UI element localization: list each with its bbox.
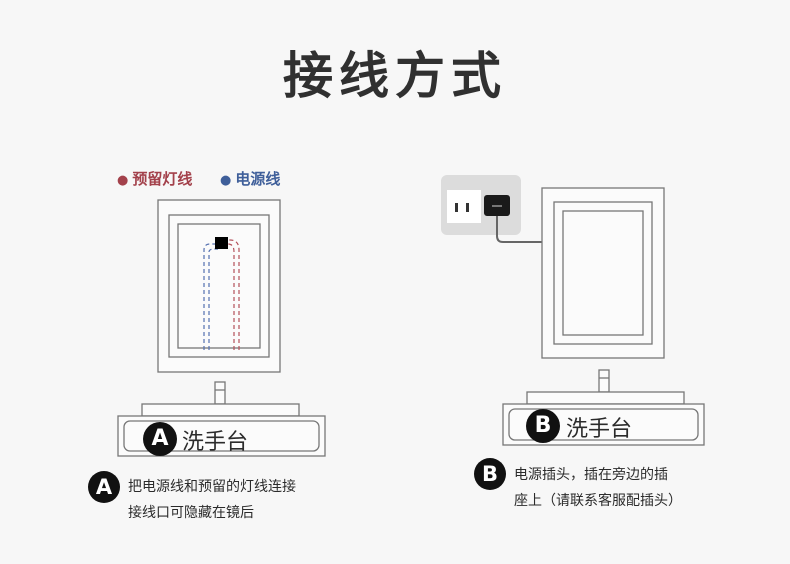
note-b: 电源插头，插在旁边的插 座上（请联系客服配插头）: [514, 462, 682, 514]
reserved-wire-a: [224, 243, 235, 350]
red-dot-icon: ●: [117, 173, 129, 188]
badge-a-icon: A: [143, 422, 177, 456]
junction-box-a: [215, 237, 228, 249]
power-wire-a: [203, 243, 218, 350]
basin-a-label: 洗手台: [182, 430, 249, 455]
note-b-line1: 电源插头，插在旁边的插: [514, 467, 668, 483]
faucet-a: [214, 381, 226, 405]
basin-b-label: 洗手台: [566, 417, 633, 442]
badge-b-icon: B: [526, 409, 560, 443]
reserved-wire-a-2: [224, 239, 240, 350]
blue-dot-icon: ●: [220, 173, 232, 188]
note-a-line2: 接线口可隐藏在镜后: [128, 505, 254, 521]
mirror-a: [157, 199, 281, 373]
legend-reserved-wire: ●预留灯线: [117, 168, 192, 189]
basin-top-a: [141, 403, 300, 417]
note-b-badge-icon: B: [474, 458, 506, 490]
note-a-badge-icon: A: [88, 471, 120, 503]
legend-power-wire: ●电源线: [220, 168, 280, 189]
basin-top-b: [526, 391, 685, 405]
page-title: 接线方式: [283, 47, 507, 105]
legend-reserved-label: 预留灯线: [132, 170, 193, 188]
mirror-b: [541, 187, 665, 359]
note-a-line1: 把电源线和预留的灯线连接: [128, 479, 296, 495]
note-b-line2: 座上（请联系客服配插头）: [514, 493, 682, 509]
power-wire-a-2: [208, 248, 218, 350]
legend-power-label: 电源线: [235, 170, 281, 188]
note-a: 把电源线和预留的灯线连接 接线口可隐藏在镜后: [128, 474, 296, 526]
power-cord-b: [496, 216, 543, 243]
faucet-b: [598, 369, 610, 393]
